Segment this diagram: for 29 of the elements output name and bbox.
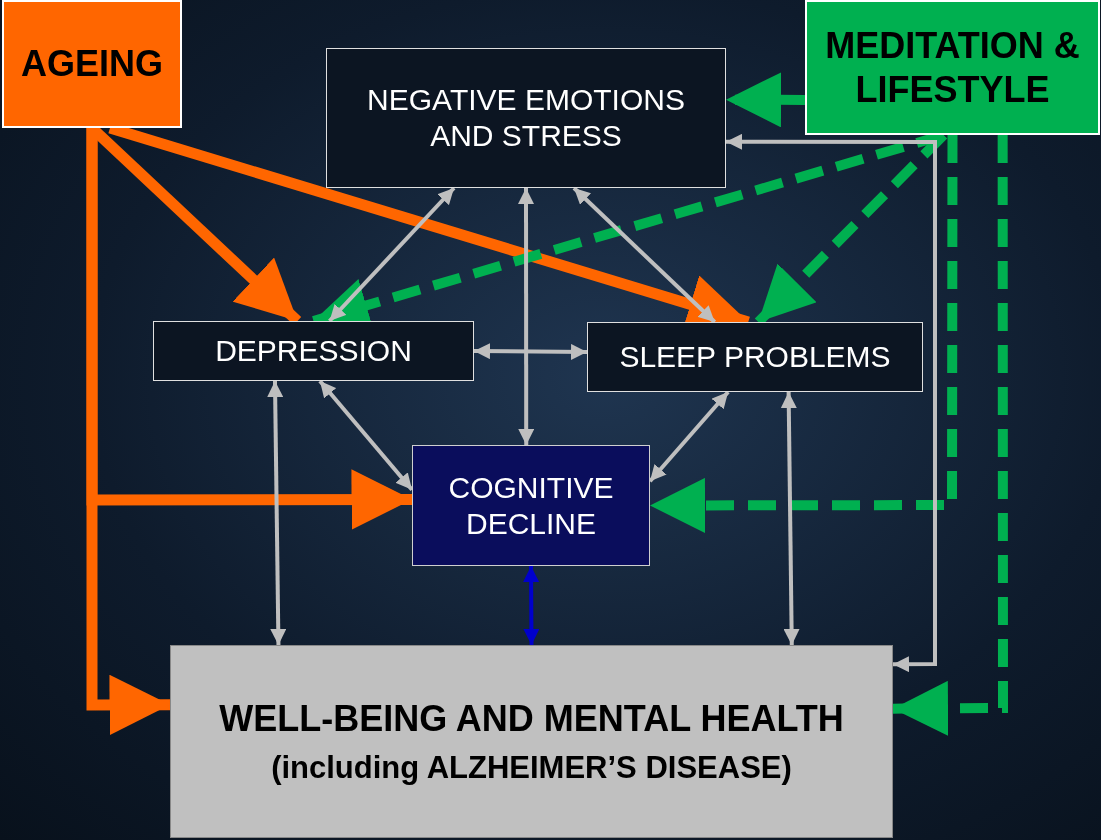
arrow: [726, 133, 937, 673]
concept-box: [153, 321, 474, 381]
factor-box: [2, 0, 182, 128]
node-label: DEPRESSION: [215, 333, 412, 369]
node-label: MEDITATION & LIFESTYLE: [824, 24, 1081, 111]
concept-box: [412, 445, 650, 566]
arrow: [572, 186, 717, 324]
node-label: AGEING: [21, 42, 163, 86]
arrow: [328, 186, 456, 323]
concept-box: [587, 322, 923, 392]
node-label: WELL-BEING AND MENTAL HEALTH: [219, 697, 844, 741]
arrow: [648, 390, 730, 483]
arrow: [86, 128, 170, 736]
node-label: COGNITIVE DECLINE: [447, 469, 615, 542]
arrow: [267, 380, 287, 646]
outcome-box: [170, 645, 893, 838]
arrow: [318, 379, 414, 492]
arrow: [650, 135, 958, 533]
arrow: [892, 135, 1008, 736]
arrow: [780, 391, 800, 646]
intervention-box: [805, 0, 1100, 135]
node-label: NEGATIVE EMOTIONS AND STRESS: [366, 82, 686, 154]
arrow: [523, 566, 540, 645]
node-label: SLEEP PROBLEMS: [619, 339, 891, 375]
arrow: [518, 188, 535, 445]
concept-box: [326, 48, 726, 188]
node-label: (including ALZHEIMER’S DISEASE): [271, 748, 792, 786]
arrow: [473, 343, 588, 360]
arrow: [726, 72, 805, 128]
